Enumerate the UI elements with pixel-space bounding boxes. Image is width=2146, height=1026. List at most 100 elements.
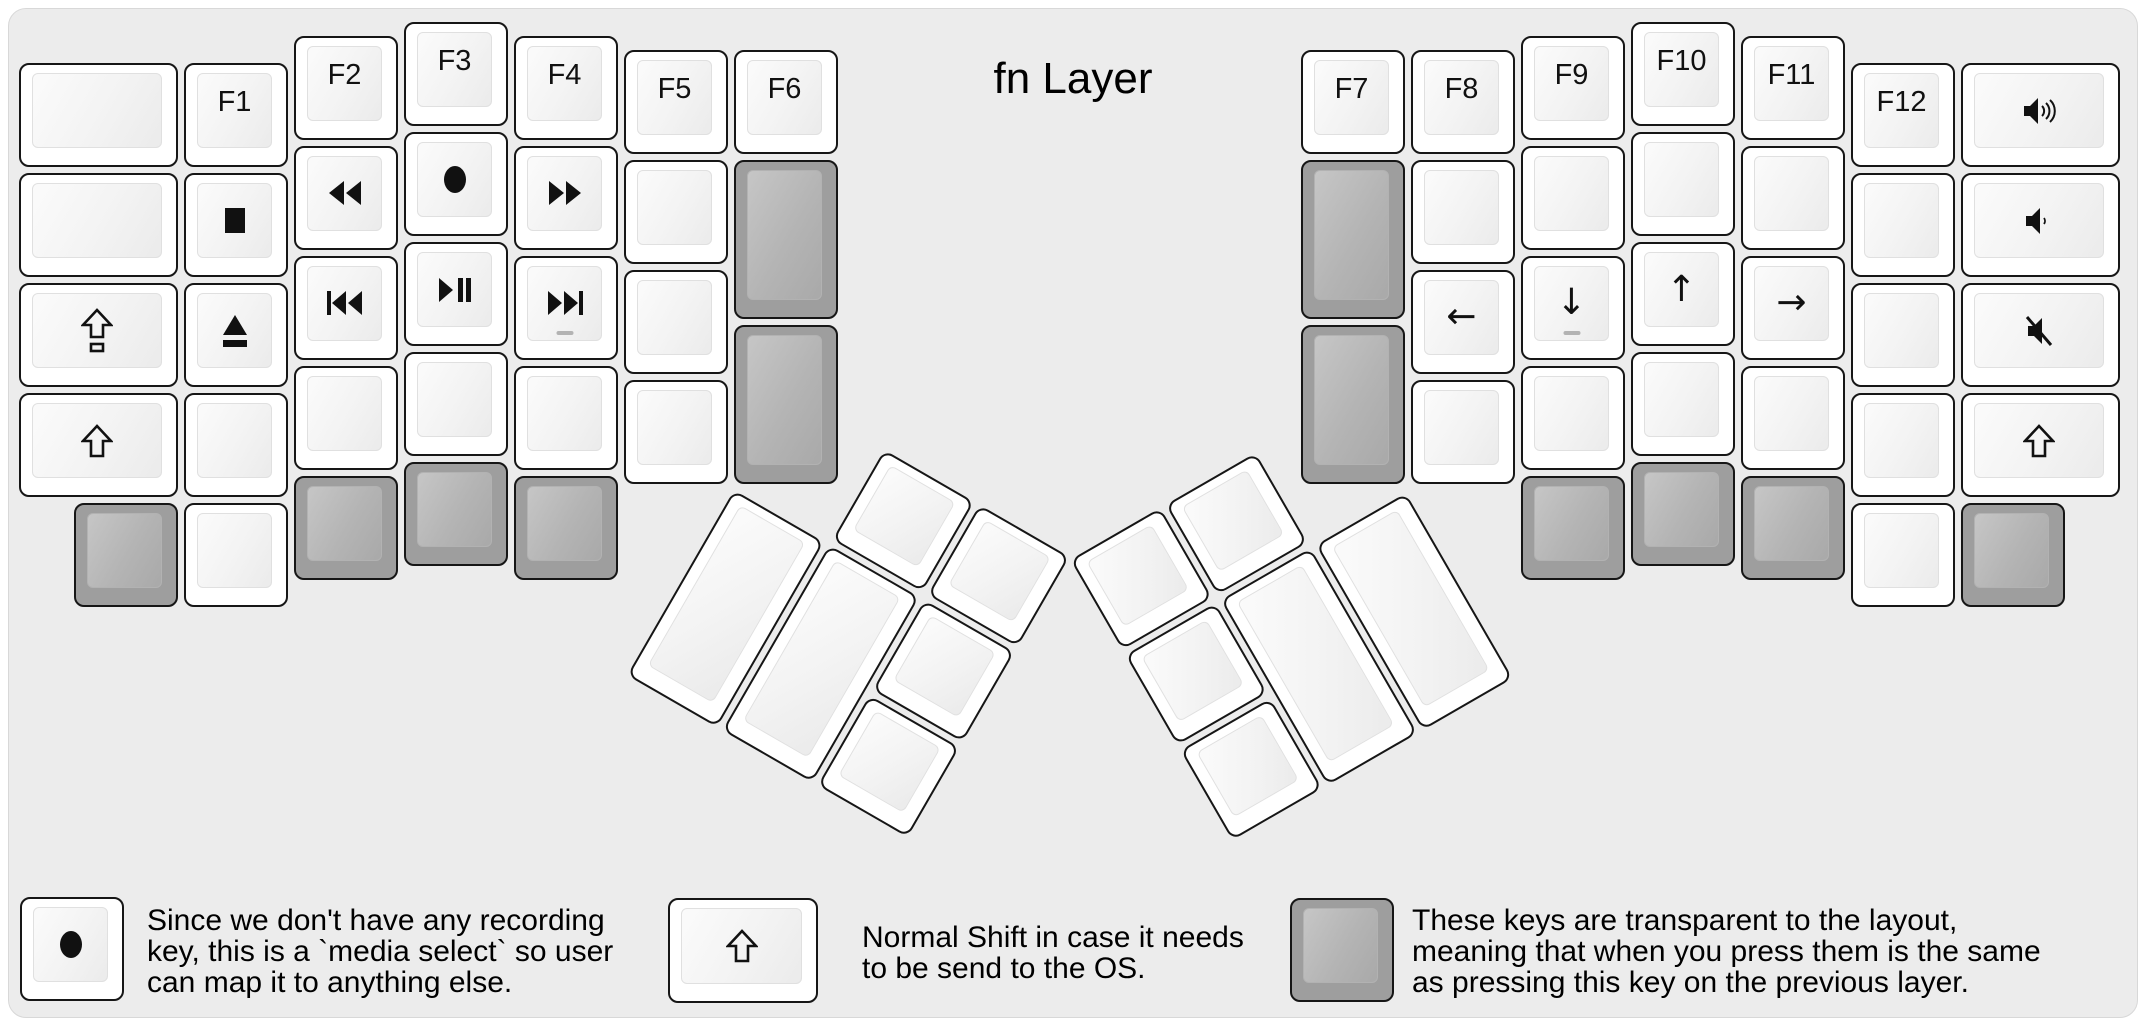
key-arrow-right: → (1741, 255, 1845, 360)
key-label: F12 (1876, 86, 1927, 119)
key-blank (404, 352, 508, 456)
key-shift (1961, 393, 2120, 498)
arrow-down-icon: ↓ (1556, 282, 1587, 324)
key-previous-track (294, 255, 398, 360)
keycap-top (197, 293, 272, 369)
keycap-top (1644, 472, 1719, 547)
keycap-top: ↓ (1534, 265, 1609, 341)
keycap-top (527, 155, 602, 231)
homing-dash (556, 330, 573, 335)
key-label: F9 (1554, 58, 1589, 91)
key-blank (1521, 145, 1625, 250)
key-stop (184, 173, 288, 278)
arrow-left-icon: ← (1446, 296, 1477, 337)
keycap-top: ← (1424, 279, 1499, 355)
key-label: F5 (657, 72, 692, 105)
keycap-top (1864, 183, 1939, 259)
legend-key-2 (1290, 898, 1394, 1002)
key-f5: F5 (624, 49, 728, 154)
keycap-top (1864, 403, 1939, 479)
key-label: F6 (767, 72, 802, 105)
key-blank (1741, 365, 1845, 470)
shift-lock-icon (81, 307, 113, 354)
keycap-top (1424, 389, 1499, 465)
keycap-top (1534, 485, 1609, 561)
keycap-top (417, 362, 492, 437)
legend-text-line: Since we don't have any recording (147, 904, 605, 937)
keycap-top (32, 73, 162, 149)
key-blank (19, 173, 178, 278)
keycap-top (1974, 403, 2104, 479)
legend-text-2: These keys are transparent to the layout… (1412, 905, 2041, 998)
key-f12: F12 (1851, 63, 1955, 168)
key-f9: F9 (1521, 35, 1625, 140)
keycap-top (1314, 169, 1389, 300)
key-f8: F8 (1411, 49, 1515, 154)
key-label: F4 (547, 58, 582, 91)
key-blank (1851, 503, 1955, 608)
key-transparent (1961, 503, 2065, 608)
next-track-icon (546, 290, 584, 316)
key-transparent (514, 475, 618, 580)
keycap-top (197, 403, 272, 479)
keycap-top (637, 389, 712, 465)
layer-title: fn Layer (993, 54, 1153, 103)
key-transparent (734, 159, 838, 319)
key-label: F1 (217, 86, 252, 119)
keycap-top (1974, 73, 2104, 149)
volume-up-icon (2022, 97, 2056, 125)
keycap-top (747, 334, 822, 465)
keycap-top (747, 169, 822, 300)
key-f11: F11 (1741, 35, 1845, 140)
keycap-top (527, 485, 602, 561)
keycap-top: F5 (637, 59, 712, 135)
key-blank (1631, 352, 1735, 456)
key-blank (1851, 173, 1955, 278)
keycap-top (637, 279, 712, 355)
key-shift (19, 393, 178, 498)
keycap-top (637, 169, 712, 245)
keycap-top (307, 265, 382, 341)
key-blank (19, 63, 178, 168)
keycap-top (197, 183, 272, 259)
legend-text-line: These keys are transparent to the layout… (1412, 904, 1958, 937)
legend-text-line: Normal Shift in case it needs (862, 921, 1244, 954)
key-eject (184, 283, 288, 388)
play-pause-icon (438, 277, 472, 303)
legend-text-line: to be send to the OS. (862, 952, 1146, 985)
arrow-right-icon: → (1776, 282, 1807, 324)
key-label: F10 (1656, 45, 1707, 77)
eject-icon (222, 314, 248, 348)
shift-icon (2023, 423, 2055, 458)
key-blank (624, 159, 728, 264)
legend-text-line: key, this is a `media select` so user (147, 935, 614, 968)
key-blank (1851, 283, 1955, 388)
keycap-top (1644, 142, 1719, 217)
key-transparent (294, 475, 398, 580)
keycap-top (32, 403, 162, 479)
keycap-top (527, 375, 602, 451)
key-blank (624, 269, 728, 374)
key-play-pause (404, 242, 508, 346)
key-next-track (514, 255, 618, 360)
key-transparent (1631, 462, 1735, 566)
key-blank (1631, 132, 1735, 236)
key-label: F3 (437, 45, 472, 77)
keycap-top: F12 (1864, 73, 1939, 149)
key-transparent (1741, 475, 1845, 580)
key-label: F8 (1444, 72, 1479, 105)
keycap-top: F2 (307, 45, 382, 121)
fast-forward-icon (548, 181, 582, 206)
shift-icon (725, 929, 758, 963)
keycap-top: F11 (1754, 45, 1829, 121)
keycap-top: F9 (1534, 45, 1609, 121)
key-blank (1411, 159, 1515, 264)
previous-track-icon (326, 290, 364, 316)
keycap-top (32, 293, 162, 369)
key-record (404, 132, 508, 236)
key-f6: F6 (734, 49, 838, 154)
keycap-top (1303, 908, 1378, 983)
legend-key-0 (20, 897, 124, 1001)
keycap-top (197, 513, 272, 589)
keycap-top (33, 907, 108, 982)
